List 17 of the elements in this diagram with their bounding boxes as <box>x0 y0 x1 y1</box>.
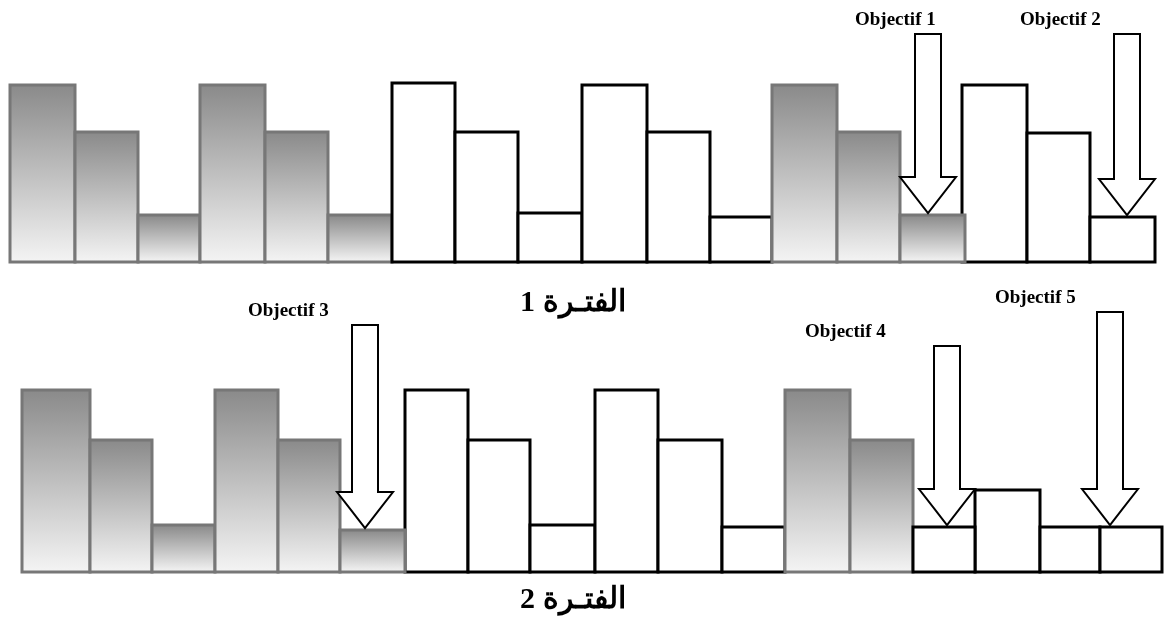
block-arrow <box>1096 33 1158 217</box>
target-bar <box>1088 215 1157 264</box>
target-bar <box>898 213 967 264</box>
block-arrow <box>916 345 978 527</box>
objective-label: Objectif 1 <box>855 8 936 30</box>
block-arrow <box>1079 311 1141 527</box>
period-label: الفتـرة 2 <box>520 580 626 616</box>
period-label: الفتـرة 1 <box>520 283 626 319</box>
block-arrow <box>334 324 396 530</box>
objective-label: Objectif 4 <box>805 320 886 342</box>
block-arrow <box>897 33 959 215</box>
target-bar <box>1098 525 1164 574</box>
objective-label: Objectif 2 <box>1020 8 1101 30</box>
objective-label: Objectif 5 <box>995 286 1076 308</box>
objective-label: Objectif 3 <box>248 299 329 321</box>
target-bar <box>338 528 407 574</box>
target-bar <box>911 525 977 574</box>
